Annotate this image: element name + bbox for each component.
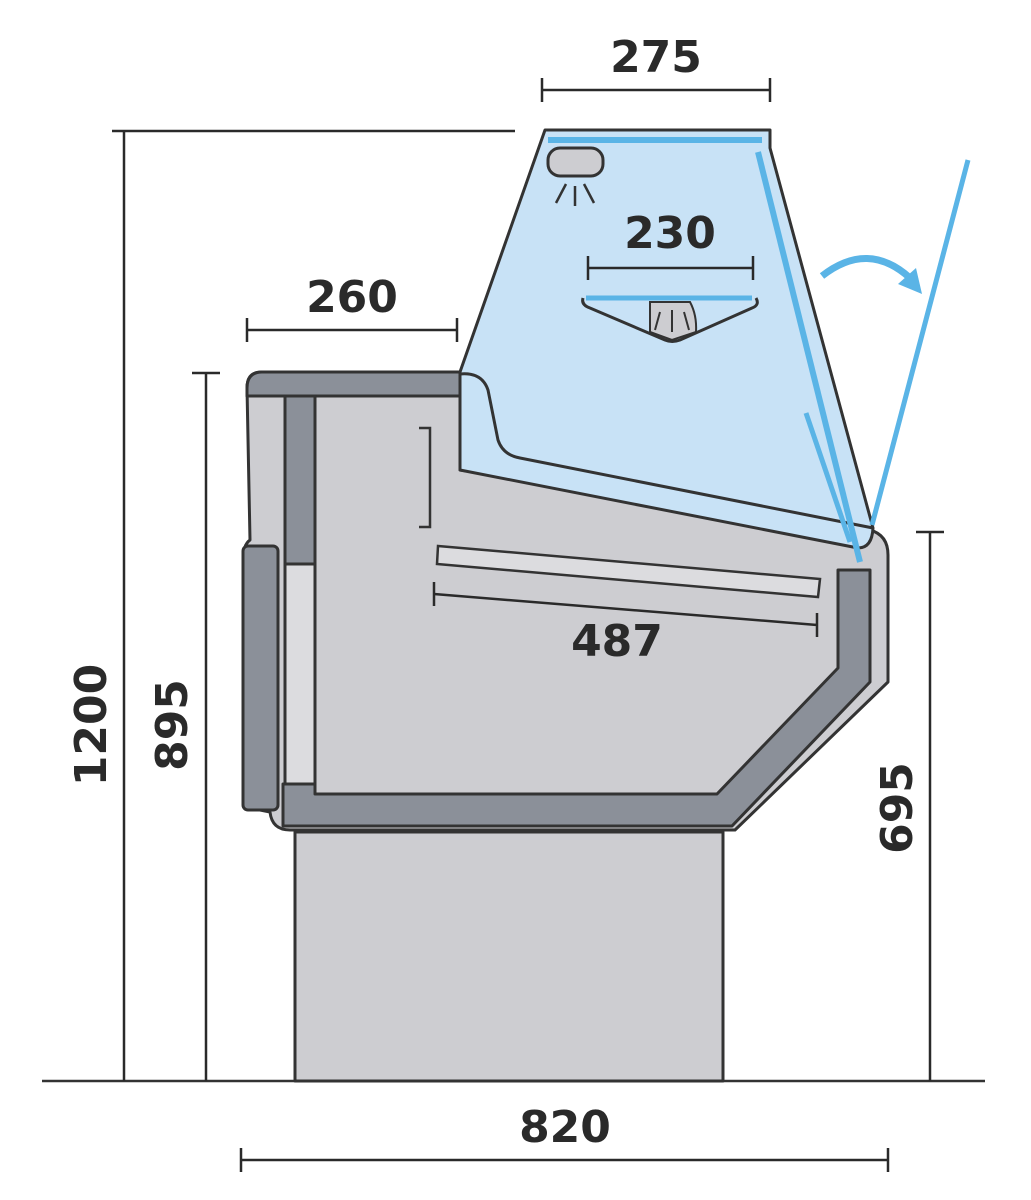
dim-label: 695 xyxy=(872,762,923,854)
frame-column xyxy=(283,394,317,566)
base-cabinet xyxy=(293,830,725,1083)
dim-total-height: 1200 xyxy=(66,129,515,1081)
dim-display-depth: 487 xyxy=(432,582,819,667)
glass-inner-edge xyxy=(459,372,874,530)
front-glass-inner xyxy=(803,412,853,543)
dim-label: 260 xyxy=(306,272,398,323)
dim-top-depth: 260 xyxy=(245,272,459,342)
lower-shelf xyxy=(435,544,822,599)
tray xyxy=(281,568,872,828)
front-glass xyxy=(755,151,863,563)
dim-counter-height: 895 xyxy=(147,371,220,1081)
light-fixture-icon xyxy=(546,146,605,206)
front-panel xyxy=(241,544,280,812)
dim-front-height: 695 xyxy=(872,530,944,1081)
dim-label: 230 xyxy=(624,208,716,259)
dim-label: 1200 xyxy=(66,664,117,786)
dim-label: 820 xyxy=(519,1102,611,1153)
dim-label: 275 xyxy=(610,32,702,83)
dim-total-depth: 820 xyxy=(239,1102,890,1172)
dim-shelf-width: 230 xyxy=(586,208,755,280)
shelf-light-icon xyxy=(581,295,759,343)
door-open-arrow-icon xyxy=(819,255,922,294)
front-panel-light xyxy=(283,562,317,786)
dim-label: 895 xyxy=(147,679,198,771)
open-glass-door xyxy=(869,159,971,526)
dim-label: 487 xyxy=(571,616,663,667)
rear-bracket xyxy=(419,426,432,529)
frame-top xyxy=(245,370,462,398)
dim-top-width: 275 xyxy=(540,32,772,102)
